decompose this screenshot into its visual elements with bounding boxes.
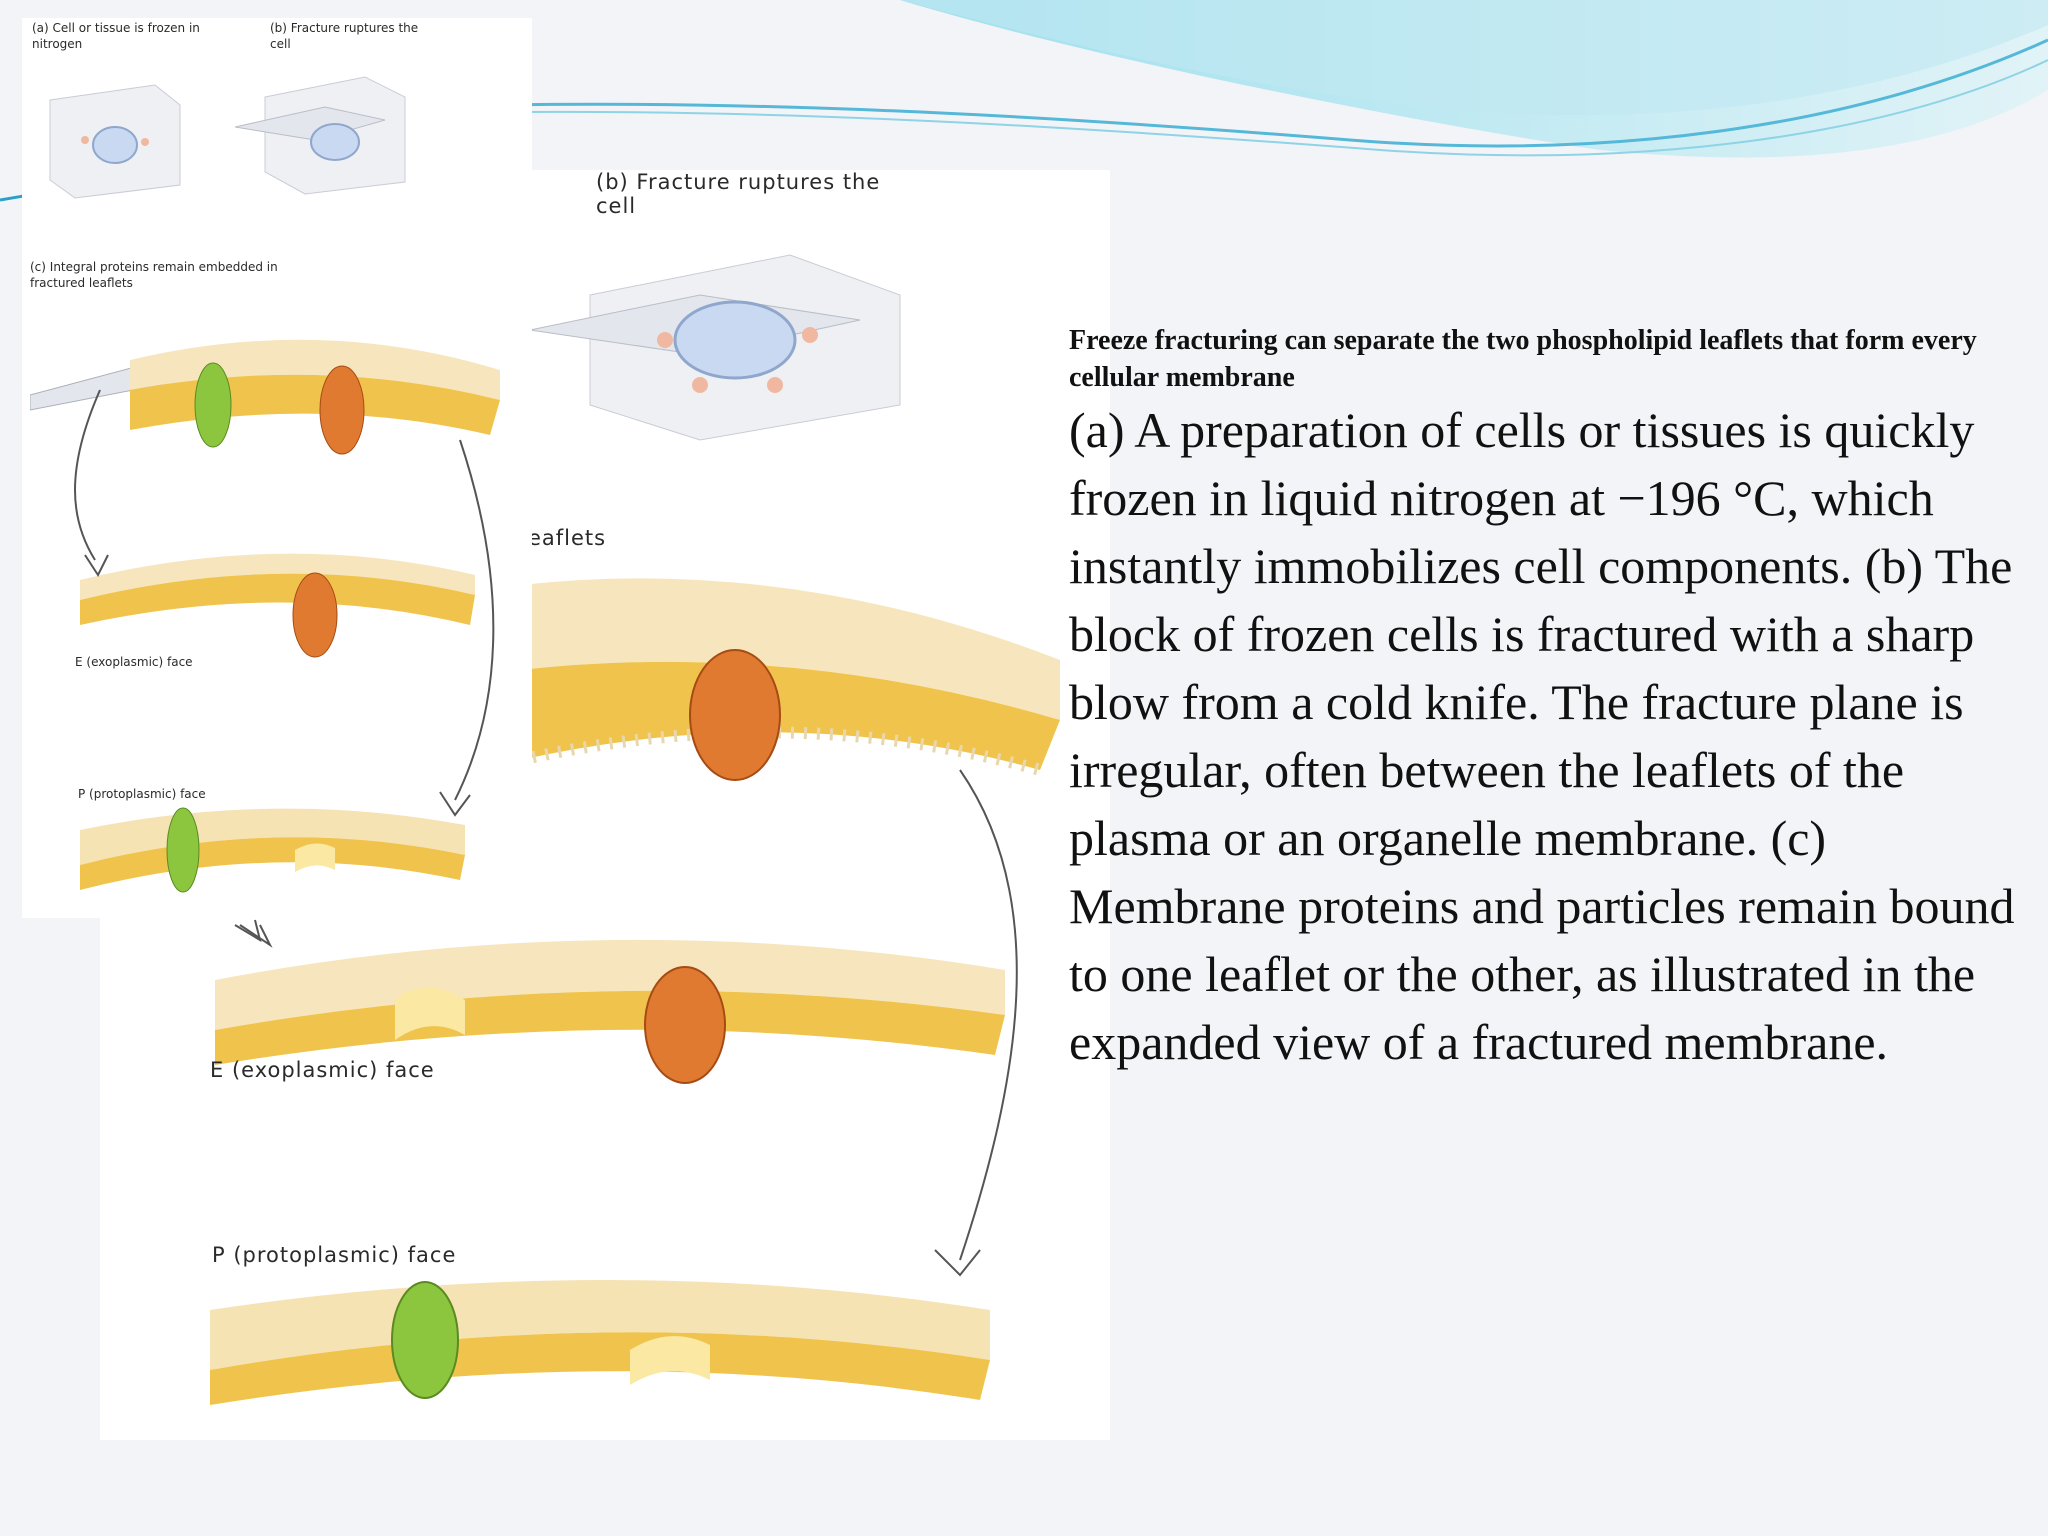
large-e-face-label: E (exoplasmic) face <box>210 1058 435 1082</box>
small-green-protein <box>194 362 232 448</box>
large-fracture-block-illustration <box>530 254 901 441</box>
small-curved-arrows <box>74 389 495 943</box>
e-face-orange-protein <box>644 966 726 1084</box>
large-p-face-leaflet <box>210 1280 990 1405</box>
p-face-green-protein <box>391 1281 459 1399</box>
large-e-face-leaflet <box>215 939 1005 1084</box>
small-p-face-leaflet <box>80 807 465 893</box>
small-label-b: (b) Fracture ruptures the cell <box>270 21 419 51</box>
small-p-face-label: P (protoplasmic) face <box>78 787 206 801</box>
slide-caption: Freeze fracturing can separate the two p… <box>1069 325 1977 393</box>
header-wave-decoration <box>0 0 2048 202</box>
large-label-b: (b) Fracture ruptures the cell <box>596 170 881 218</box>
small-p-green-protein <box>166 807 200 893</box>
small-orange-protein <box>319 365 365 455</box>
small-frozen-cell-block <box>49 84 181 199</box>
large-orange-protein <box>689 649 781 781</box>
small-label-a: (a) Cell or tissue is frozen in nitrogen <box>32 21 200 51</box>
small-e-face-label: E (exoplasmic) face <box>75 655 193 669</box>
small-intact-bilayer <box>30 339 500 455</box>
large-intact-bilayer <box>520 578 1060 781</box>
small-e-face-leaflet <box>80 553 475 658</box>
small-label-c: (c) Integral proteins remain embedded in… <box>30 260 278 290</box>
large-p-face-label: P (protoplasmic) face <box>212 1243 457 1267</box>
small-e-orange-protein <box>292 572 338 658</box>
slide-body-text: (a) A preparation of cells or tissues is… <box>1069 402 2015 1070</box>
large-label-leaflets-fragment: eaflets <box>528 526 607 550</box>
small-fractured-cell-block <box>235 76 406 195</box>
